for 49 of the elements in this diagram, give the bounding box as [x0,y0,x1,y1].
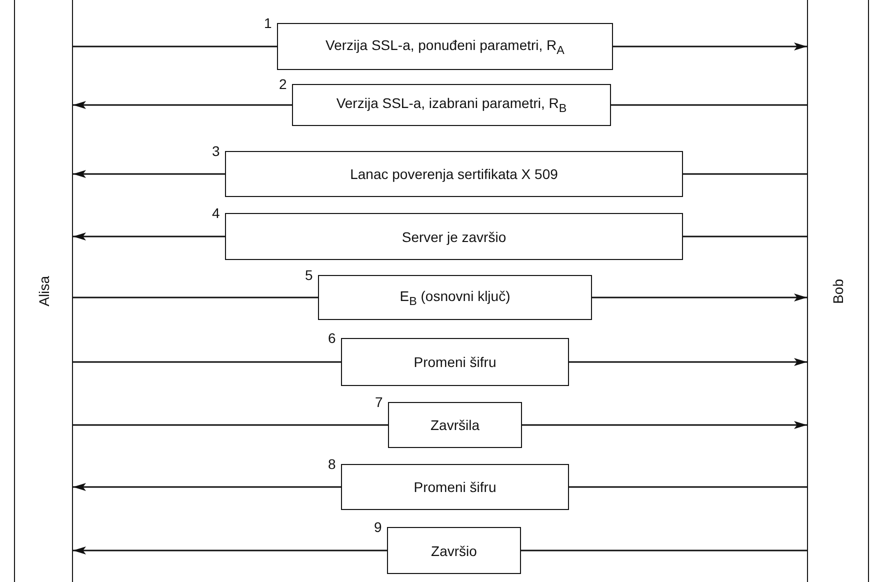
message-box [225,151,683,197]
participant-name: Bob [830,278,846,304]
message-text: Završio [431,542,477,558]
step-number: 2 [279,76,287,92]
step-number: 5 [305,267,313,283]
step-number: 3 [212,143,220,159]
message-text: Verzija SSL-a, izabrani parametri, R$_{B}$ [336,95,567,115]
message-text: E$_{B}$ (osnovni ključ) [400,288,510,308]
connector-line [611,104,807,106]
message-text: Lanac poverenja sertifikata X 509 [350,166,558,182]
connector-line [521,550,807,552]
arrow [73,101,292,109]
message-text: Promeni šifru [414,479,496,495]
message-box [225,213,683,260]
step-number: 8 [328,456,336,472]
message-box [388,402,522,448]
message-box [318,275,592,320]
message-box [341,338,569,386]
arrow [522,421,807,429]
connector-line [683,236,807,238]
arrow [592,294,807,302]
lifeline-band [14,0,73,582]
connector-line [569,486,807,488]
connector-line [73,424,388,426]
message-box [341,464,569,510]
step-number: 7 [375,394,383,410]
arrow [569,358,807,366]
arrow [73,232,225,240]
message-box [387,527,521,574]
arrow [613,42,807,50]
message-text: Promeni šifru [414,354,496,370]
message-box [292,84,611,126]
message-box [277,23,613,70]
message-text: Završila [430,417,480,433]
step-number: 4 [212,205,220,221]
participant-name: Alisa [36,276,52,306]
arrow [73,170,225,178]
message-text: Verzija SSL-a, ponuđeni parametri, R$_{A}$ [326,36,564,56]
step-number: 6 [328,330,336,346]
step-number: 1 [264,15,272,31]
lifeline-band [807,0,869,582]
message-text: Server je završio [402,228,506,244]
step-number: 9 [374,519,382,535]
arrow [73,483,341,491]
connector-line [73,361,341,363]
connector-line [73,46,277,48]
arrow [73,546,387,554]
connector-line [683,173,807,175]
connector-line [73,296,318,298]
